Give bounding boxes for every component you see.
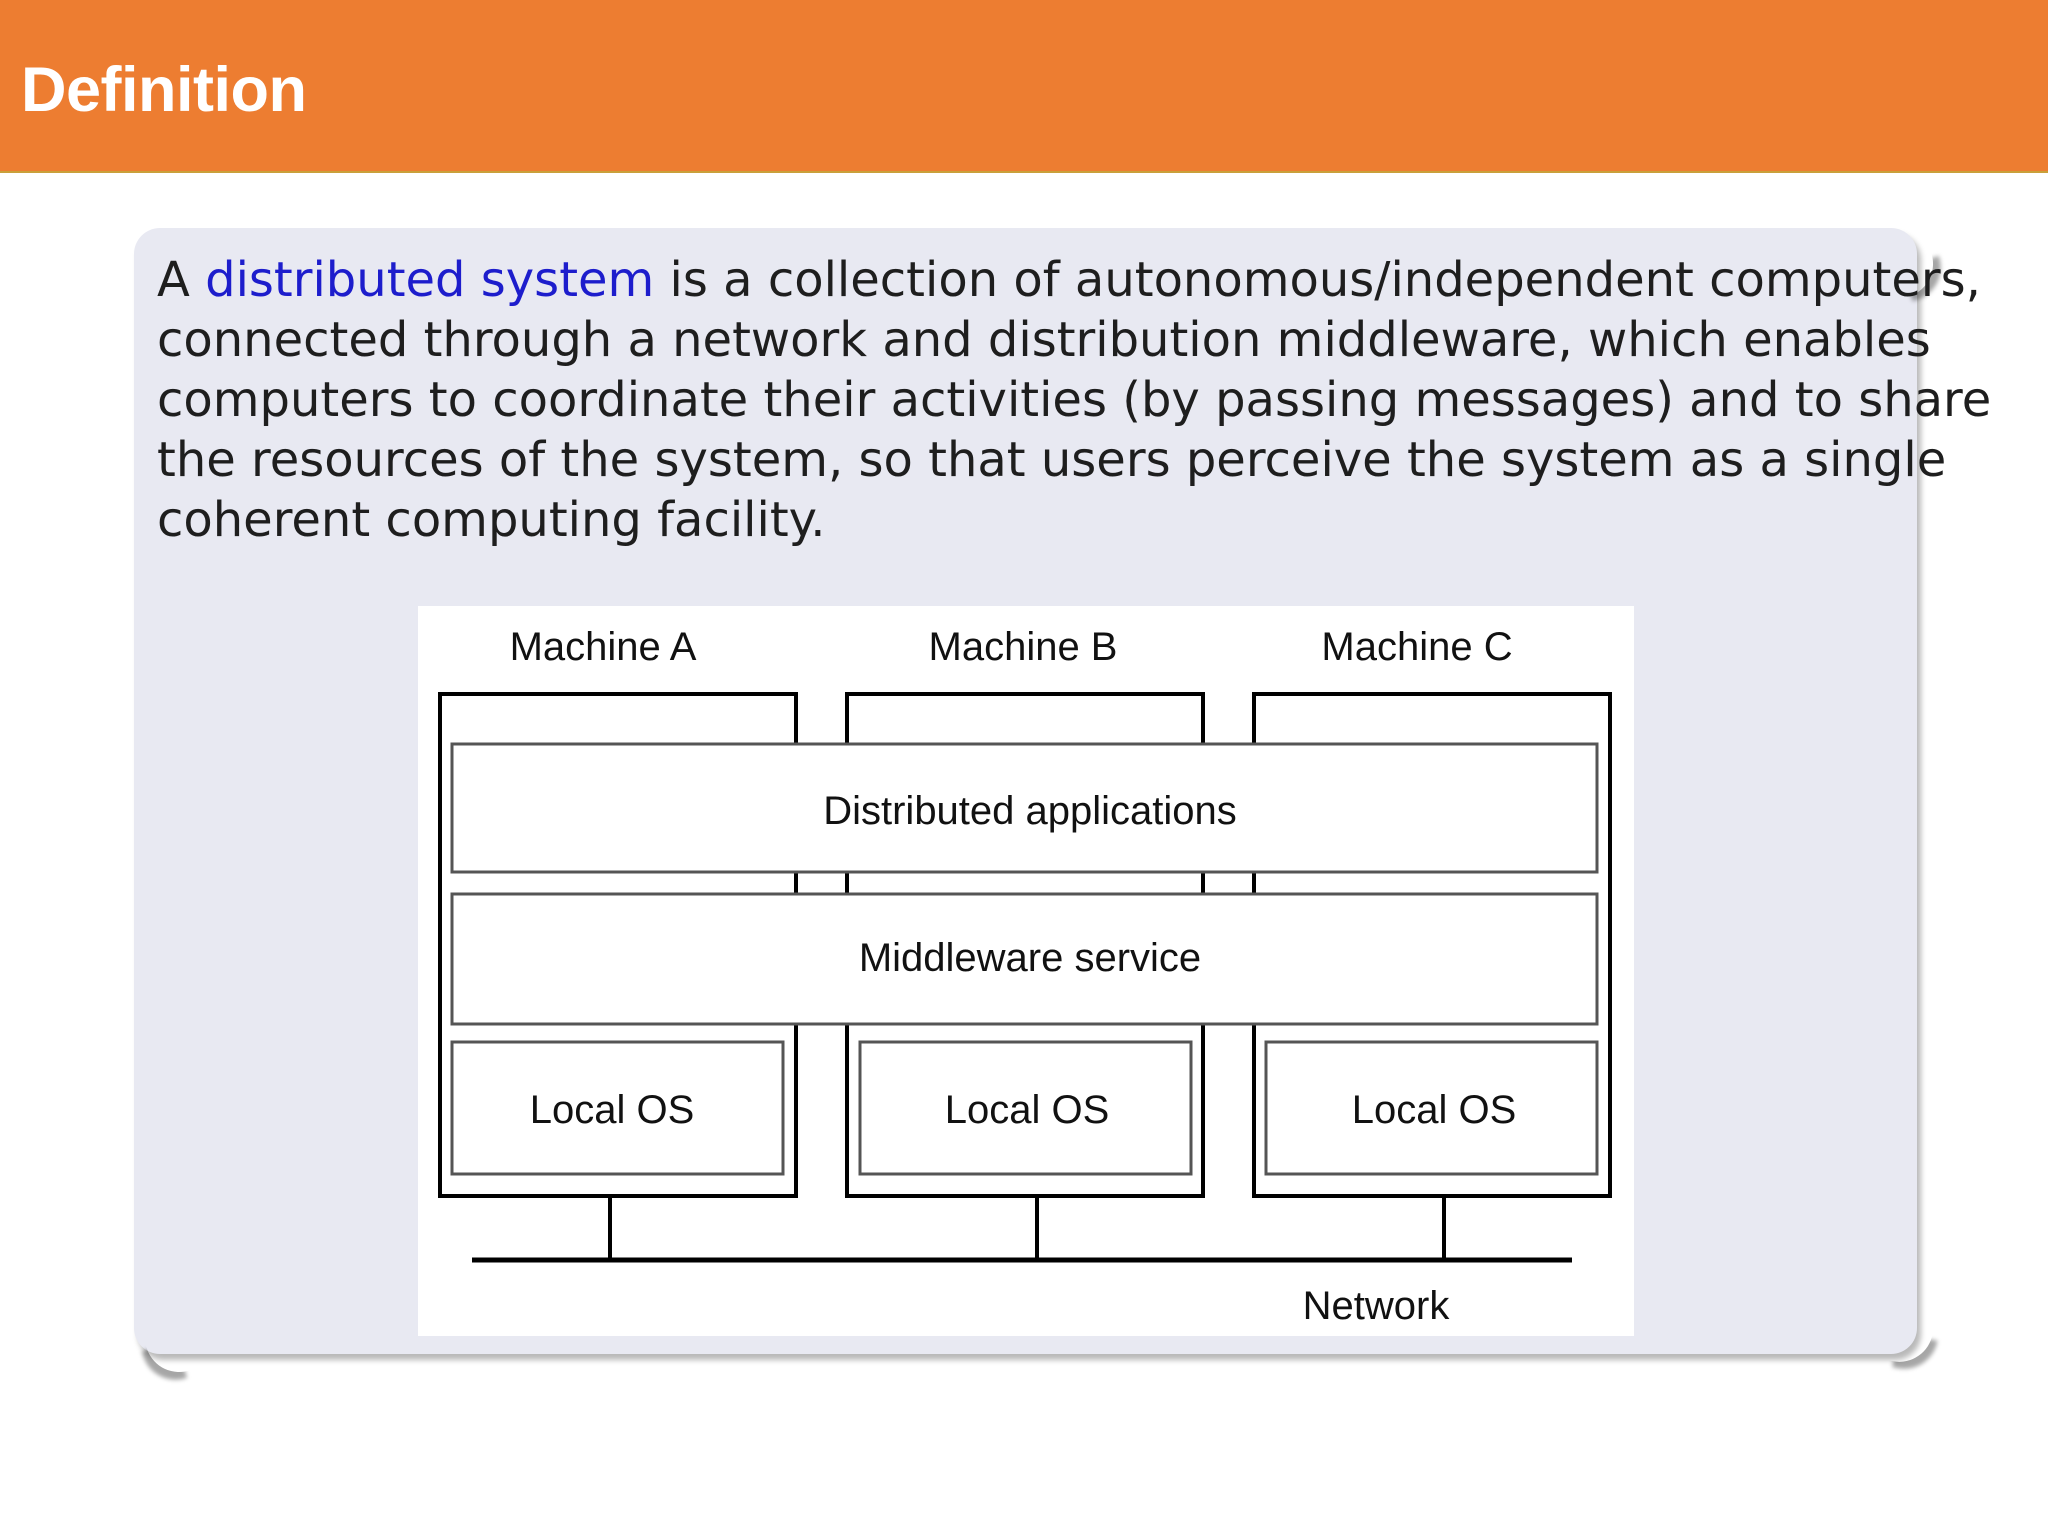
local-os-label-b: Local OS [945,1088,1110,1132]
local-os-label-c: Local OS [1352,1088,1517,1132]
local-os-box-c [1264,1040,1599,1176]
middleware-service-layer [450,892,1599,1026]
distributed-applications-label: Distributed applications [823,789,1237,833]
distributed-applications-layer [450,742,1599,874]
middleware-service-label: Middleware service [859,936,1201,980]
page-curl-decoration [1887,1327,1932,1367]
paragraph-line-1: A distributed system is a collection of … [157,250,1981,310]
paragraph-line-5: coherent computing facility. [157,492,826,548]
slide-title: Definition [21,55,307,125]
paragraph-prefix: A [157,252,206,308]
distributed-system-link[interactable]: distributed system [205,252,655,308]
paragraph-line-3: computers to coordinate their activities… [157,372,1992,428]
paragraph-line-2: connected through a network and distribu… [157,312,1931,368]
network-label: Network [1303,1284,1451,1328]
machine-c-label: Machine C [1321,625,1512,669]
architecture-diagram-svg: Machine A Machine B Machine C Distribute… [438,625,1612,1328]
machine-a-label: Machine A [510,625,697,669]
paragraph-line-1-rest: is a collection of autonomous/independen… [654,252,1981,308]
architecture-diagram: Machine A Machine B Machine C Distribute… [418,606,1634,1336]
paragraph-line-4: the resources of the system, so that use… [157,432,1947,488]
definition-paragraph: A distributed system is a collection of … [157,250,1992,550]
local-os-label-a: Local OS [530,1088,695,1132]
local-os-box-b [858,1040,1193,1176]
machine-b-label: Machine B [929,625,1118,669]
local-os-box-a [450,1040,785,1176]
title-bar: Definition [0,0,2048,173]
